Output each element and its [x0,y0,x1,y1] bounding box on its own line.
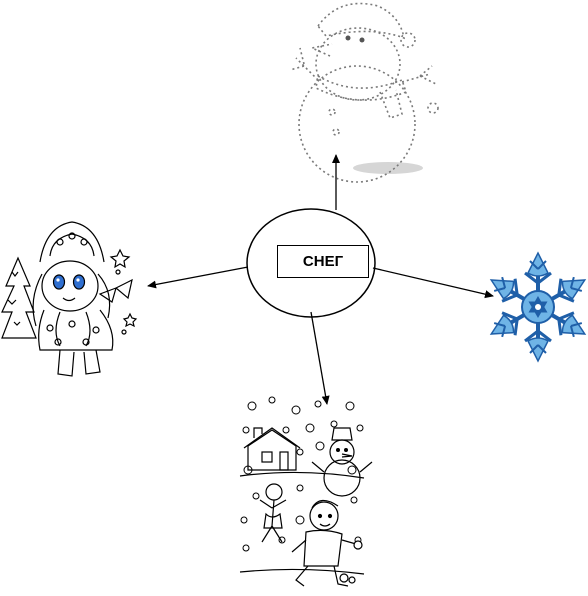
snowflake-picture [482,251,588,363]
center-label-text: СНЕГ [302,253,344,270]
center-label-box: СНЕГ [277,245,369,278]
arrow-to-winter-play [310,311,330,405]
snowman-picture [289,2,439,183]
snow-maiden-picture [1,221,138,377]
arrow-to-snow-maiden [147,266,249,289]
arrow-to-snowflake [372,267,494,299]
winter-play-picture [239,396,373,587]
